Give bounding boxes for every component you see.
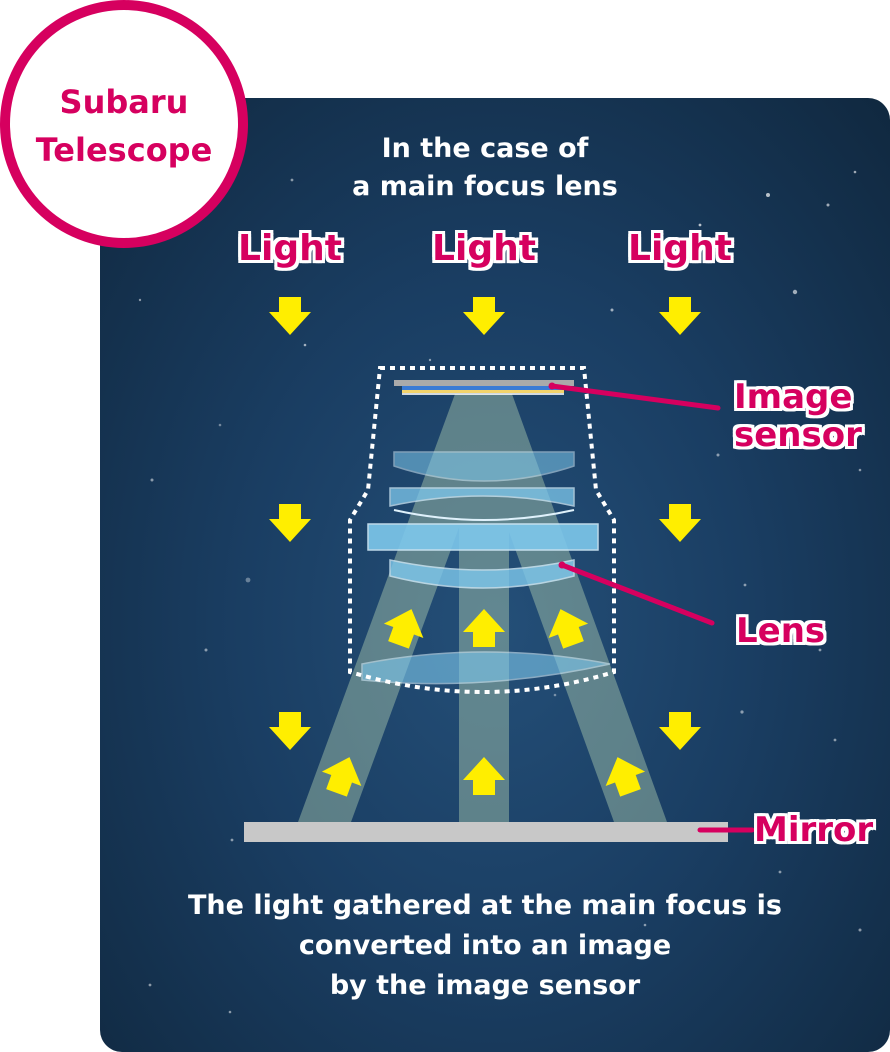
lens-label: Lens — [736, 611, 826, 651]
down-arrow-icon — [659, 504, 701, 542]
subaru-telescope-badge — [0, 0, 248, 248]
lens-pointer — [559, 562, 715, 626]
left-beam — [298, 394, 508, 822]
caption-line-3: by the image sensor — [329, 970, 641, 1001]
focus-unit-outline — [348, 366, 616, 694]
light-label-right: Light — [628, 228, 732, 269]
image-sensor-pointer-dot — [548, 382, 556, 390]
image-sensor-label: Image sensor — [734, 378, 862, 454]
heading-line-2: a main focus lens — [352, 171, 618, 202]
image-sensor-pointer — [549, 383, 721, 411]
down-arrow-icon — [463, 297, 505, 335]
image-sensor — [394, 380, 574, 395]
image-sensor-label-line-1: Image — [734, 377, 853, 417]
light-label-center: Light — [432, 228, 536, 269]
mirror-label: Mirror — [754, 810, 874, 850]
callout-lines — [549, 383, 755, 833]
heading-line-1: In the case of — [381, 133, 589, 164]
light-beams — [298, 394, 667, 822]
badge-line-2: Telescope — [35, 131, 213, 169]
badge-line-1: Subaru — [59, 83, 189, 121]
down-arrow-icon — [269, 297, 311, 335]
lens-assembly — [361, 451, 611, 685]
diagram-heading: In the case of a main focus lens — [300, 130, 670, 206]
image-sensor-label-line-2: sensor — [734, 415, 862, 455]
down-arrow-icon — [659, 712, 701, 750]
down-arrow-icon — [269, 712, 311, 750]
star-field — [138, 170, 862, 1014]
light-label-left: Light — [238, 228, 342, 269]
caption-line-1: The light gathered at the main focus is — [188, 890, 782, 921]
badge-title: Subaru Telescope — [10, 78, 238, 174]
diagram-caption: The light gathered at the main focus is … — [140, 886, 830, 1006]
center-beam — [459, 394, 509, 822]
right-beam — [459, 394, 667, 822]
down-arrow-icon — [269, 504, 311, 542]
caption-line-2: converted into an image — [298, 930, 672, 961]
lens-pointer-dot — [558, 561, 566, 569]
down-arrow-icon — [659, 297, 701, 335]
primary-mirror — [244, 822, 728, 842]
